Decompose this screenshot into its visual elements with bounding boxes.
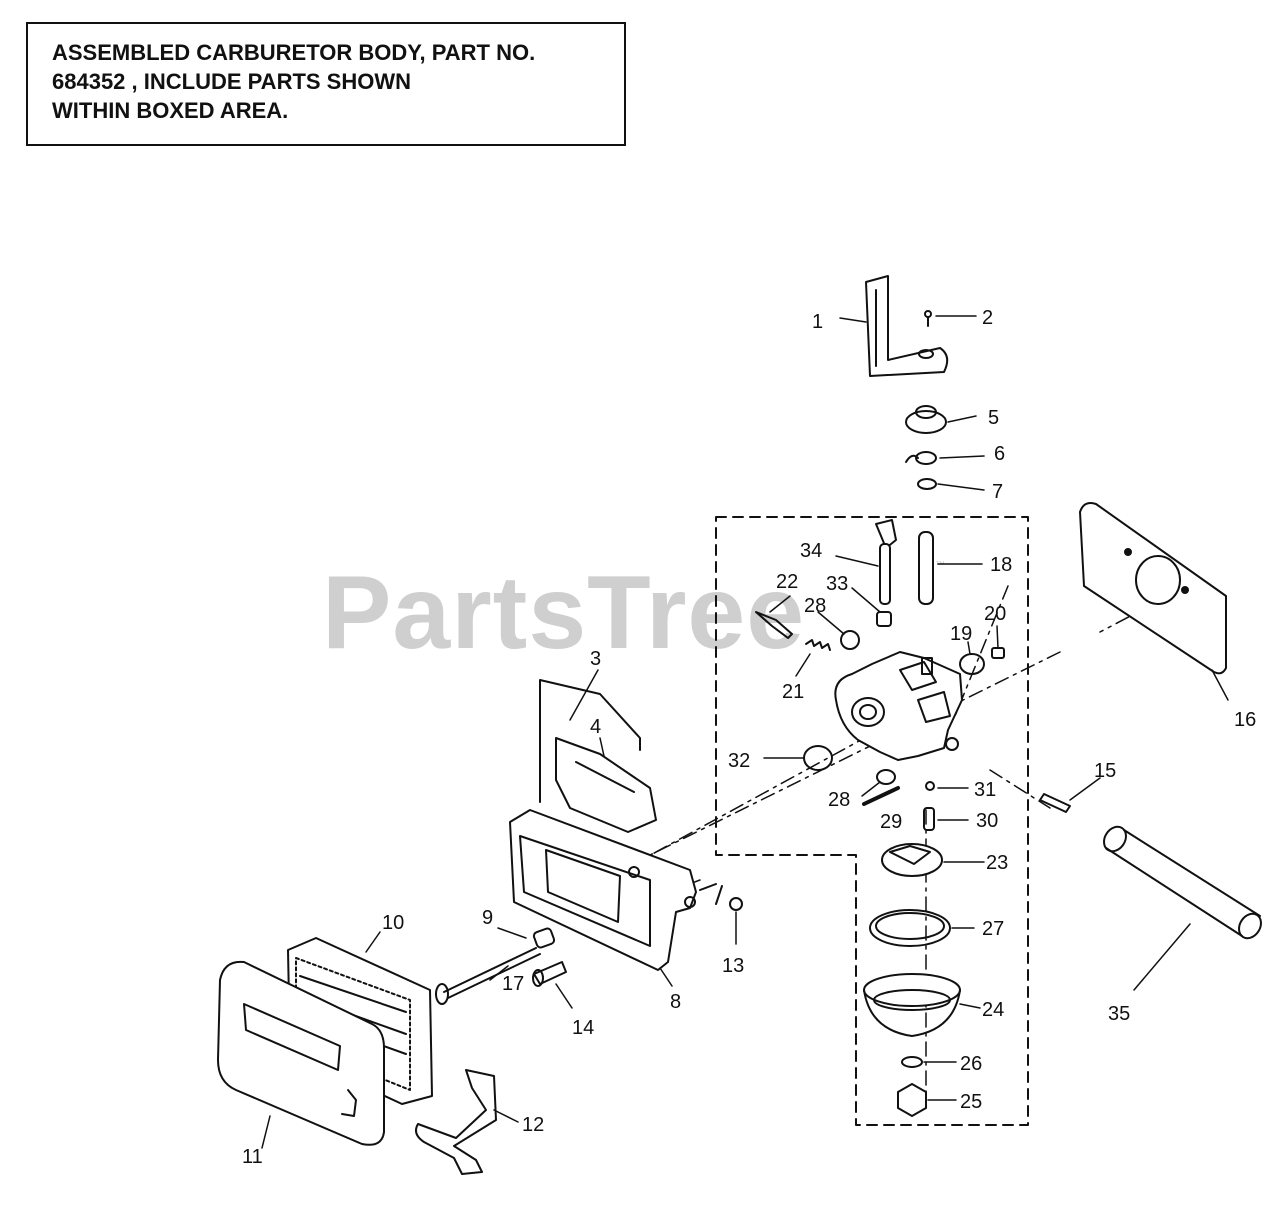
part-throttle-lever <box>865 275 949 377</box>
part-throttle-shaft <box>918 531 934 605</box>
part-air-cleaner-base <box>509 809 723 971</box>
callout-30: 30 <box>976 810 998 832</box>
boxed-area-outline <box>715 516 1029 1126</box>
part-jet-30 <box>923 807 935 831</box>
part-choke-shaft <box>875 519 897 605</box>
watermark-trademark: ™ <box>935 560 945 571</box>
callout-13: 13 <box>722 955 744 977</box>
callout-11: 11 <box>242 1146 263 1168</box>
callout-6: 6 <box>994 443 1005 465</box>
part-bowl-gasket <box>869 909 951 947</box>
part-plug-28b <box>876 769 896 785</box>
part-nut-13 <box>729 897 743 911</box>
callout-21: 21 <box>782 681 804 703</box>
callout-28a: 28 <box>804 595 826 617</box>
callout-22: 22 <box>776 571 798 593</box>
leader-lines <box>261 315 1229 1149</box>
callout-28b: 28 <box>828 789 850 811</box>
callout-23: 23 <box>986 852 1008 874</box>
callout-33: 33 <box>826 573 848 595</box>
callout-27: 27 <box>982 918 1004 940</box>
callout-24: 24 <box>982 999 1004 1021</box>
part-retainer-clip <box>415 1069 497 1175</box>
part-seal-33 <box>876 611 892 627</box>
callout-26: 26 <box>960 1053 982 1075</box>
part-spring-6 <box>905 451 937 465</box>
part-31 <box>925 781 935 791</box>
callout-15: 15 <box>1094 760 1116 782</box>
callout-12: 12 <box>522 1114 544 1136</box>
part-screw-2 <box>924 310 932 327</box>
part-bolt-17 <box>435 947 541 1005</box>
part-spacer-9 <box>532 927 556 949</box>
callout-14: 14 <box>572 1017 594 1039</box>
callout-5: 5 <box>988 407 999 429</box>
part-gasket-plate <box>1079 502 1227 675</box>
part-bracket-4 <box>555 737 657 833</box>
note-line-3: WITHIN BOXED AREA. <box>52 98 289 123</box>
callout-32: 32 <box>728 750 750 772</box>
assembly-note-box: ASSEMBLED CARBURETOR BODY, PART NO. 6843… <box>26 22 626 146</box>
part-choke-link <box>539 679 641 803</box>
part-carburetor-body <box>834 651 963 761</box>
part-air-cleaner-cover <box>217 960 385 1146</box>
callout-1: 1 <box>812 311 823 333</box>
part-washer-26 <box>901 1056 923 1068</box>
callout-labels: 1 2 5 6 7 18 34 22 33 28 20 19 21 3 4 32… <box>242 307 1256 1168</box>
callout-8: 8 <box>670 991 681 1013</box>
callout-34: 34 <box>800 540 822 562</box>
callout-35: 35 <box>1108 1003 1130 1025</box>
part-gasket-32 <box>803 745 833 771</box>
note-line-2: 684352 , INCLUDE PARTS SHOWN <box>52 69 412 94</box>
watermark-text: PartsTree <box>322 555 805 671</box>
callout-16: 16 <box>1234 709 1256 731</box>
callout-10: 10 <box>382 912 404 934</box>
part-screw-15 <box>1039 793 1071 813</box>
callout-3: 3 <box>590 648 601 670</box>
part-bolt-14 <box>532 961 567 987</box>
part-washer-7 <box>917 478 937 490</box>
part-bowl-nut <box>897 1083 927 1117</box>
callout-31: 31 <box>974 779 996 801</box>
part-float <box>881 843 943 877</box>
part-throttle-shaft-seal <box>905 405 947 434</box>
part-plug-20 <box>991 647 1005 659</box>
callout-4: 4 <box>590 716 601 738</box>
callout-17: 17 <box>502 973 524 995</box>
note-line-1: ASSEMBLED CARBURETOR BODY, PART NO. <box>52 40 536 65</box>
callout-9: 9 <box>482 907 493 929</box>
part-pin-29 <box>862 786 900 806</box>
part-spring-21 <box>805 639 831 651</box>
callout-7: 7 <box>992 481 1003 503</box>
callout-29: 29 <box>880 811 902 833</box>
part-plug-28a <box>840 630 860 650</box>
callout-18: 18 <box>990 554 1012 576</box>
callout-20: 20 <box>984 603 1006 625</box>
part-plug-19 <box>959 653 985 675</box>
part-fuel-tube <box>1103 825 1262 940</box>
part-idle-screw <box>755 611 793 639</box>
part-float-bowl <box>863 973 961 1037</box>
callout-2: 2 <box>982 307 993 329</box>
callout-19: 19 <box>950 623 972 645</box>
callout-25: 25 <box>960 1091 982 1113</box>
